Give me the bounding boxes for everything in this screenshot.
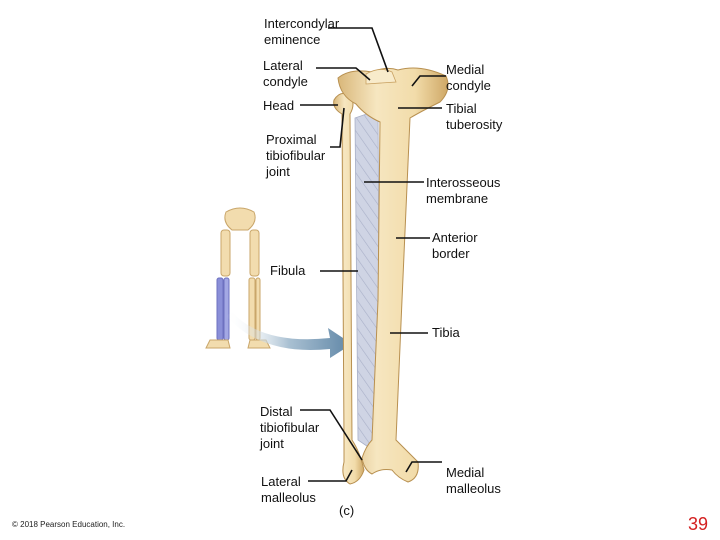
leader-lateral-condyle	[316, 67, 371, 81]
label-lateral-malleolus: Lateral malleolus	[261, 474, 316, 505]
label-intercondylar-eminence: Intercondylar eminence	[264, 16, 340, 47]
leader-distal-joint	[300, 409, 363, 461]
label-medial-malleolus: Medial malleolus	[446, 465, 501, 496]
leader-lines	[300, 27, 446, 482]
label-medial-condyle: Medial condyle	[446, 62, 491, 93]
label-head: Head	[263, 98, 295, 113]
panel-label: (c)	[339, 503, 355, 518]
skeleton-thumbnail	[205, 207, 271, 349]
leader-intercondylar-eminence	[328, 27, 389, 73]
leader-lateral-malleolus	[308, 469, 353, 482]
tibia-bone	[337, 67, 449, 483]
leader-proximal-joint	[330, 107, 345, 148]
label-fibula: Fibula	[270, 263, 306, 278]
label-proximal-tibiofibular-joint: Proximal tibiofibular joint	[266, 132, 326, 179]
label-anterior-border: Anterior border	[432, 230, 478, 261]
label-tibial-tuberosity: Tibial tuberosity	[446, 101, 503, 132]
leader-medial-condyle	[411, 75, 446, 87]
label-tibia: Tibia	[432, 325, 460, 340]
page-number: 39	[688, 514, 709, 534]
leader-medial-malleolus	[405, 461, 442, 473]
label-distal-tibiofibular-joint: Distal tibiofibular joint	[260, 404, 320, 451]
label-lateral-condyle: Lateral condyle	[263, 58, 308, 89]
label-interosseous-membrane: Interosseous membrane	[426, 175, 501, 206]
pointer-arrow	[226, 312, 352, 358]
copyright-notice: © 2018 Pearson Education, Inc.	[12, 520, 126, 529]
